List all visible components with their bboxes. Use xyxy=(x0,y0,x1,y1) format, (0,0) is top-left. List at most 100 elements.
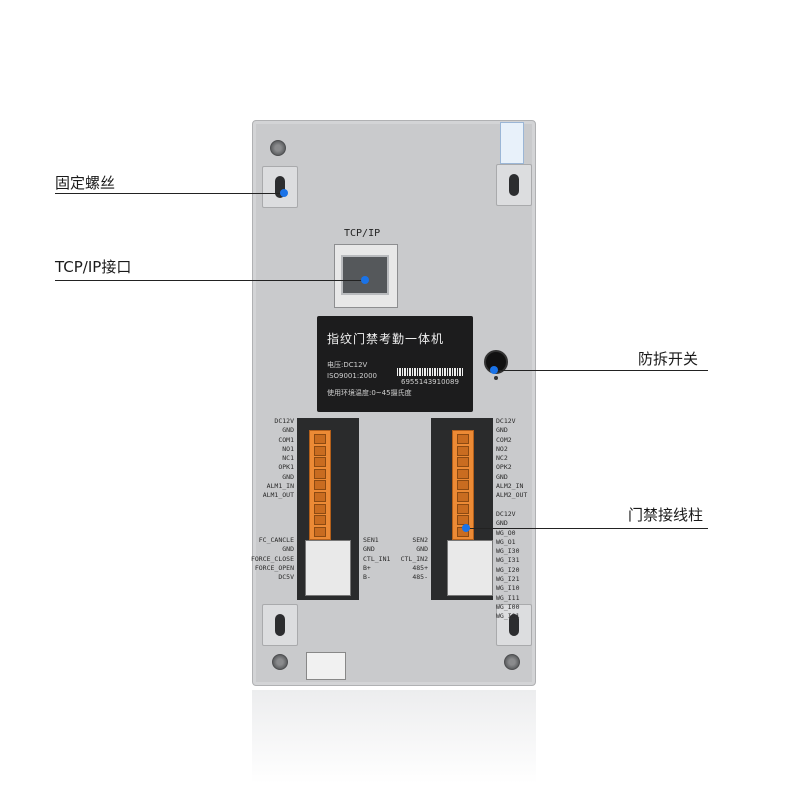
terminal-screw xyxy=(457,480,469,491)
terminal-label: DC12V xyxy=(274,417,294,425)
terminal-label: B- xyxy=(363,573,371,582)
terminal-label: CTL_IN1 xyxy=(363,554,391,563)
terminal-label: NC2 xyxy=(496,454,508,463)
tamper-led xyxy=(494,376,498,380)
terminal-screw xyxy=(457,457,469,468)
terminal-label: DC12V xyxy=(496,417,516,425)
terminal-screw xyxy=(314,503,326,514)
terminal-screw xyxy=(457,445,469,456)
terminal-screw xyxy=(314,445,326,456)
callout-terminals-line xyxy=(466,528,708,529)
terminal-block-right xyxy=(452,430,474,540)
terminal-label: GND xyxy=(496,472,508,481)
terminal-label: COM1 xyxy=(278,435,294,444)
terminal-label: WG_I01 xyxy=(496,612,520,621)
terminal-label: GND xyxy=(496,426,508,435)
port-label: TCP/IP xyxy=(344,228,381,239)
callout-tcpip-line xyxy=(55,280,365,281)
sticker xyxy=(500,122,524,164)
terminal-label: ALM1_IN xyxy=(266,482,294,491)
terminal-label: WG_I00 xyxy=(496,602,520,611)
terminal-screw xyxy=(314,480,326,491)
marker-tamper xyxy=(490,366,498,374)
terminal-label: 485- xyxy=(412,573,428,582)
terminal-label: DC12V xyxy=(496,510,516,518)
screw-bottom-left xyxy=(272,654,288,670)
callout-screw: 固定螺丝 xyxy=(55,174,116,192)
terminal-label: OPK1 xyxy=(278,463,294,472)
callout-tamper-line xyxy=(494,370,708,371)
terminal-label: GND xyxy=(363,545,375,554)
terminal-screw xyxy=(314,526,326,537)
mount-slot-bottom-left xyxy=(262,604,298,646)
terminal-label: WG_I30 xyxy=(496,547,520,556)
connector-left xyxy=(305,540,351,596)
terminal-screw xyxy=(314,457,326,468)
callout-screw-line xyxy=(55,193,285,194)
terminal-label: SEN2 xyxy=(412,536,428,544)
terminal-label: WG_I21 xyxy=(496,575,520,584)
terminal-label: FORCE_CLOSE xyxy=(250,554,294,563)
screw-top-left xyxy=(270,140,286,156)
callout-tamper: 防拆开关 xyxy=(638,350,699,368)
marker-tcpip xyxy=(361,276,369,284)
terminal-screw xyxy=(314,434,326,444)
connector-right xyxy=(447,540,493,596)
terminal-label: WG_I10 xyxy=(496,584,520,593)
callout-tcpip: TCP/IP接口 xyxy=(55,258,132,276)
terminal-label: OPK2 xyxy=(496,463,512,472)
mount-slot-bottom-right xyxy=(496,604,532,646)
rj45-port xyxy=(334,244,398,308)
terminal-block-left xyxy=(309,430,331,540)
terminal-label: B+ xyxy=(363,563,371,572)
screw-bottom-right xyxy=(504,654,520,670)
terminal-label: NC1 xyxy=(282,454,294,463)
terminal-label: FC_CANCLE xyxy=(258,536,294,544)
marker-terminals xyxy=(462,524,470,532)
terminal-label: COM2 xyxy=(496,435,512,444)
terminal-label: FORCE_OPEN xyxy=(254,563,294,572)
terminal-screw xyxy=(457,468,469,479)
terminal-label: WG_O1 xyxy=(496,537,516,546)
terminal-label: GND xyxy=(282,426,294,435)
terminal-screw xyxy=(314,492,326,502)
terminal-label: WG_I11 xyxy=(496,593,520,602)
terminal-label: ALM1_OUT xyxy=(262,491,294,500)
mount-slot-top-right xyxy=(496,164,532,206)
terminal-label: ALM2_IN xyxy=(496,482,524,491)
terminal-label: WG_I20 xyxy=(496,565,520,574)
terminal-screw xyxy=(457,503,469,514)
bottom-port xyxy=(306,652,346,680)
terminal-label: CTL_IN2 xyxy=(400,554,428,563)
terminal-label: GND xyxy=(496,519,508,528)
terminal-label: DC5V xyxy=(278,573,294,582)
plate-voltage: 电压:DC12V xyxy=(327,361,368,369)
plate-title: 指纹门禁考勤一体机 xyxy=(327,332,445,346)
terminal-screw xyxy=(314,468,326,479)
terminal-label: GND xyxy=(282,472,294,481)
terminal-screw xyxy=(457,492,469,502)
plate-barcode xyxy=(397,368,463,376)
terminal-label: WG_I31 xyxy=(496,556,520,565)
terminal-label: NO1 xyxy=(282,444,294,453)
terminal-label: ALM2_OUT xyxy=(496,491,528,500)
terminal-label: WG_O0 xyxy=(496,528,516,537)
terminal-label: 485+ xyxy=(412,563,428,572)
plate-temperature: 使用环境温度:0~45摄氏度 xyxy=(327,389,412,397)
plate-iso: ISO9001:2000 xyxy=(327,372,378,380)
terminal-screw xyxy=(314,515,326,526)
callout-terminals: 门禁接线柱 xyxy=(628,506,704,524)
terminal-screw xyxy=(457,434,469,444)
device-reflection xyxy=(252,690,536,800)
terminal-label: NO2 xyxy=(496,444,508,453)
product-label-plate: 指纹门禁考勤一体机 电压:DC12V ISO9001:2000 69551439… xyxy=(317,316,473,412)
terminal-label: SEN1 xyxy=(363,536,379,544)
mount-slot-top-left xyxy=(262,166,298,208)
marker-screw xyxy=(280,189,288,197)
